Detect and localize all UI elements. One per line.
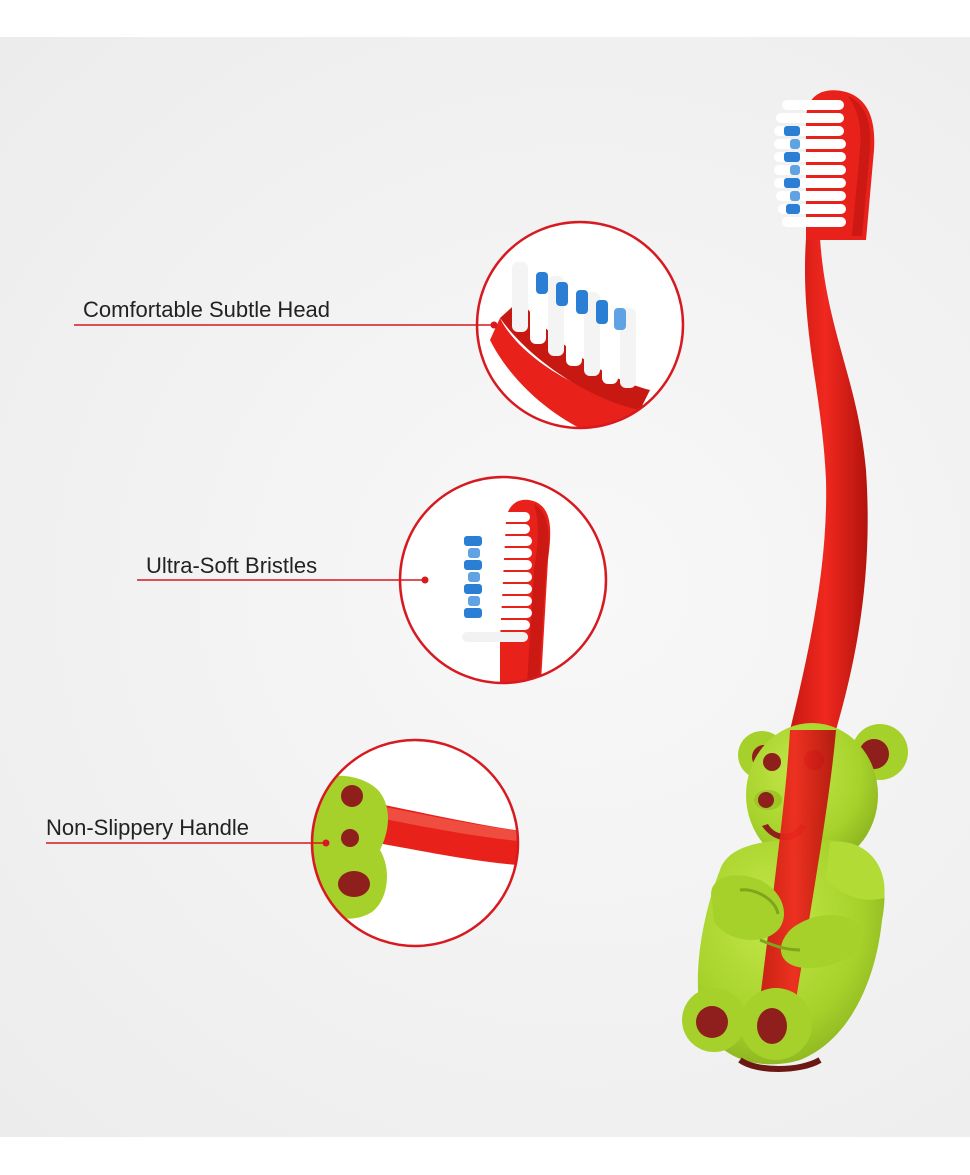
callout-3-closeup <box>310 738 520 948</box>
bear-arm-right <box>780 914 864 968</box>
callout-label-handle: Non-Slippery Handle <box>46 815 249 840</box>
callout-2-bristles <box>456 512 532 642</box>
callout-1-closeup <box>475 220 685 430</box>
main-toothbrush <box>774 90 875 730</box>
callout-label-bristles: Ultra-Soft Bristles <box>146 553 318 578</box>
callout-1-bristles <box>512 262 636 388</box>
bear-arm-left <box>711 875 784 941</box>
callout-label-head: Comfortable Subtle Head <box>83 297 331 322</box>
bear-holder <box>682 723 908 1072</box>
main-bristles <box>774 100 846 227</box>
toothbrush-handle <box>790 238 868 730</box>
callout-2-closeup <box>398 475 608 685</box>
